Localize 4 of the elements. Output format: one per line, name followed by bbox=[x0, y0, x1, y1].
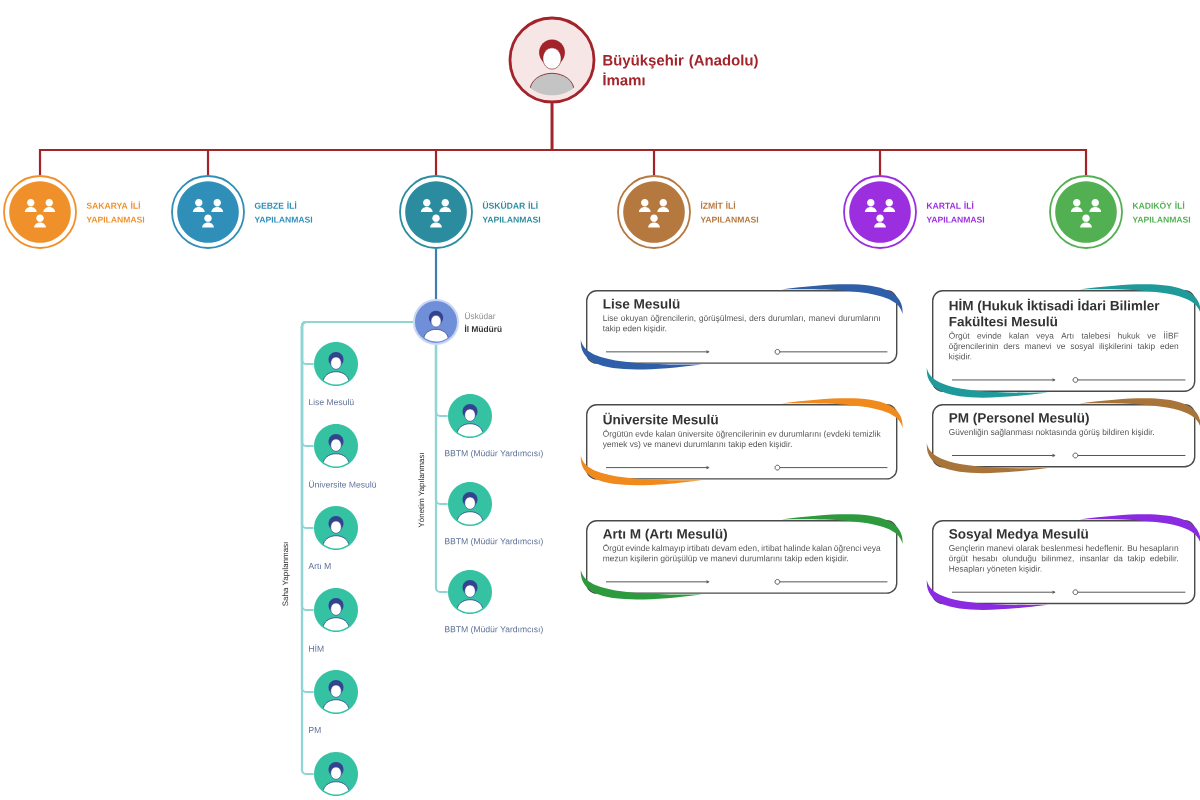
connector-line bbox=[434, 345, 448, 594]
person-avatar bbox=[314, 752, 358, 796]
connector-line bbox=[434, 248, 438, 299]
connector-line bbox=[550, 103, 1088, 176]
